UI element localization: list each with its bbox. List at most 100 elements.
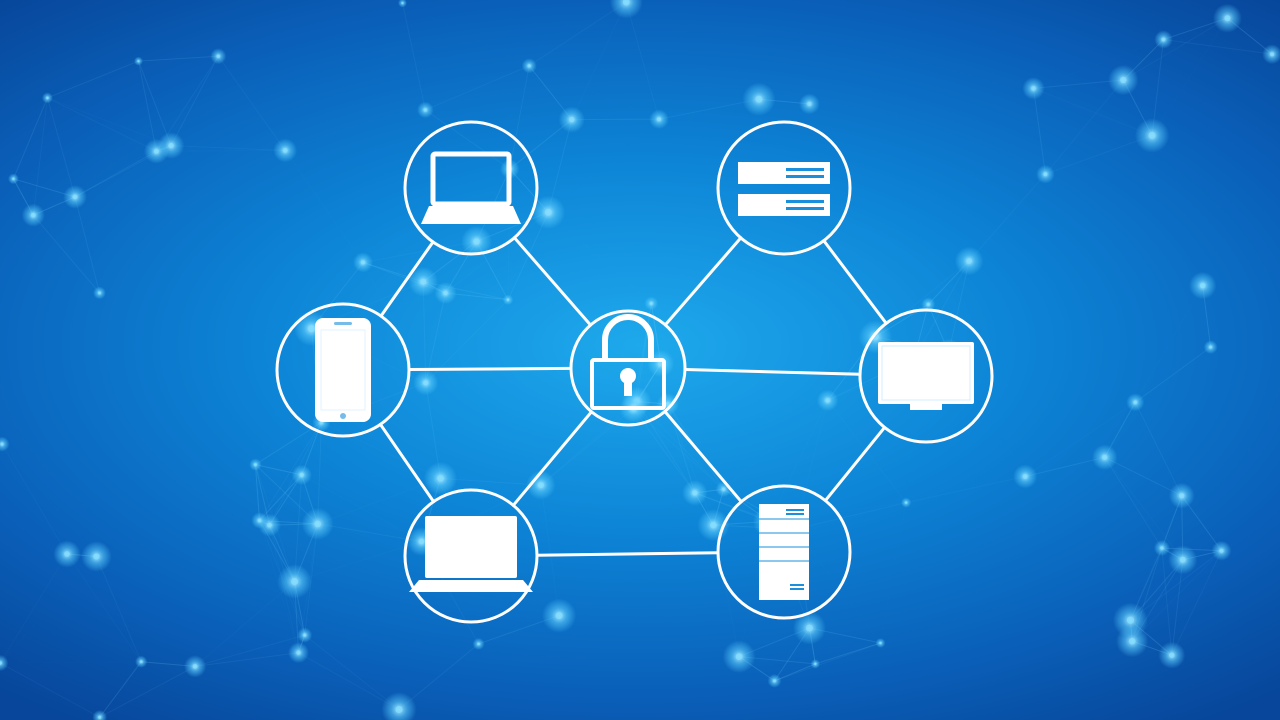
background-line xyxy=(769,400,827,521)
background-line xyxy=(425,65,530,111)
background-line xyxy=(440,477,541,486)
background-dot xyxy=(1209,345,1212,349)
background-line xyxy=(658,98,759,120)
background-line xyxy=(1105,457,1222,550)
background-dot xyxy=(555,612,563,620)
background-line xyxy=(32,214,100,294)
background-line xyxy=(1171,550,1222,656)
background-line xyxy=(317,523,422,542)
background-dot xyxy=(0,661,2,665)
background-dot xyxy=(1126,616,1134,624)
background-line xyxy=(0,662,141,663)
background-line xyxy=(259,474,303,521)
background-dot xyxy=(267,522,272,528)
background-dot xyxy=(443,290,448,296)
background-line xyxy=(317,422,322,524)
background-line xyxy=(1025,456,1105,477)
node-ring xyxy=(716,484,852,620)
background-line xyxy=(46,97,76,198)
background-line xyxy=(1134,402,1183,496)
node-tower-server xyxy=(716,484,852,620)
background-line xyxy=(1,443,68,555)
background-line xyxy=(905,476,1026,504)
background-dot xyxy=(1199,282,1206,289)
background-line xyxy=(528,1,627,67)
background-dot xyxy=(807,101,812,106)
background-dot xyxy=(1219,548,1224,553)
background-line xyxy=(138,60,172,146)
background-line xyxy=(99,665,196,718)
node-ring xyxy=(403,488,539,624)
background-dot xyxy=(806,624,813,632)
background-line xyxy=(33,151,156,215)
background-line xyxy=(422,281,427,383)
background-line xyxy=(1104,457,1163,549)
link-lock-monitor xyxy=(683,368,862,376)
node-laptop-bottom xyxy=(403,488,539,624)
background-line xyxy=(74,196,100,294)
background-dot xyxy=(254,463,257,466)
background-line xyxy=(540,408,634,486)
background-line xyxy=(0,557,96,664)
background-line xyxy=(321,423,440,479)
background-line xyxy=(423,169,510,282)
background-dot xyxy=(710,521,717,529)
background-dot xyxy=(1161,37,1166,42)
background-line xyxy=(1045,79,1124,175)
background-line xyxy=(774,663,816,682)
background-dot xyxy=(314,520,322,528)
link-lock-laptop-bottom xyxy=(511,410,593,507)
link-lock-laptop-top xyxy=(512,236,592,327)
background-dot xyxy=(30,212,36,218)
background-dot xyxy=(1179,493,1185,499)
background-line xyxy=(12,97,48,179)
background-line xyxy=(47,97,157,152)
background-line xyxy=(540,400,638,486)
background-dot xyxy=(296,650,301,655)
background-line xyxy=(362,241,477,263)
background-line xyxy=(298,652,400,710)
laptop-icon xyxy=(421,151,521,224)
background-dot xyxy=(423,108,427,112)
rack-server-icon xyxy=(738,162,830,216)
background-line xyxy=(47,98,171,146)
background-dot xyxy=(64,551,70,557)
background-dot xyxy=(282,148,288,153)
background-line xyxy=(1135,346,1211,403)
background-line xyxy=(32,97,48,216)
background-line xyxy=(881,503,907,643)
background-dot xyxy=(473,238,480,245)
background-dot xyxy=(527,64,531,68)
link-laptop-top-smartphone xyxy=(379,240,435,318)
smartphone-icon xyxy=(315,318,371,422)
background-line xyxy=(508,300,651,304)
background-line xyxy=(529,66,548,213)
background-line xyxy=(1025,402,1135,476)
background-line xyxy=(403,3,530,66)
node-server-rack xyxy=(716,120,852,256)
background-dot xyxy=(926,303,930,306)
background-line xyxy=(170,55,219,146)
background-line xyxy=(636,303,652,402)
background-dot xyxy=(1043,172,1048,177)
background-dot xyxy=(1169,652,1175,658)
background-line xyxy=(636,401,696,494)
background-line xyxy=(509,65,530,170)
background-dot xyxy=(216,54,220,58)
background-line xyxy=(548,119,659,212)
background-line xyxy=(1034,40,1164,89)
link-lock-tower-server xyxy=(663,410,743,504)
padlock-icon xyxy=(590,314,666,410)
background-line xyxy=(1135,286,1202,403)
background-dot xyxy=(303,633,307,637)
background-glow-dot xyxy=(0,436,10,452)
background-dot xyxy=(361,260,365,265)
node-ring xyxy=(858,308,994,444)
background-dot xyxy=(506,298,510,301)
background-dot xyxy=(420,278,427,285)
node-monitor xyxy=(858,308,994,444)
background-line xyxy=(47,60,139,99)
background-dot xyxy=(879,642,882,644)
